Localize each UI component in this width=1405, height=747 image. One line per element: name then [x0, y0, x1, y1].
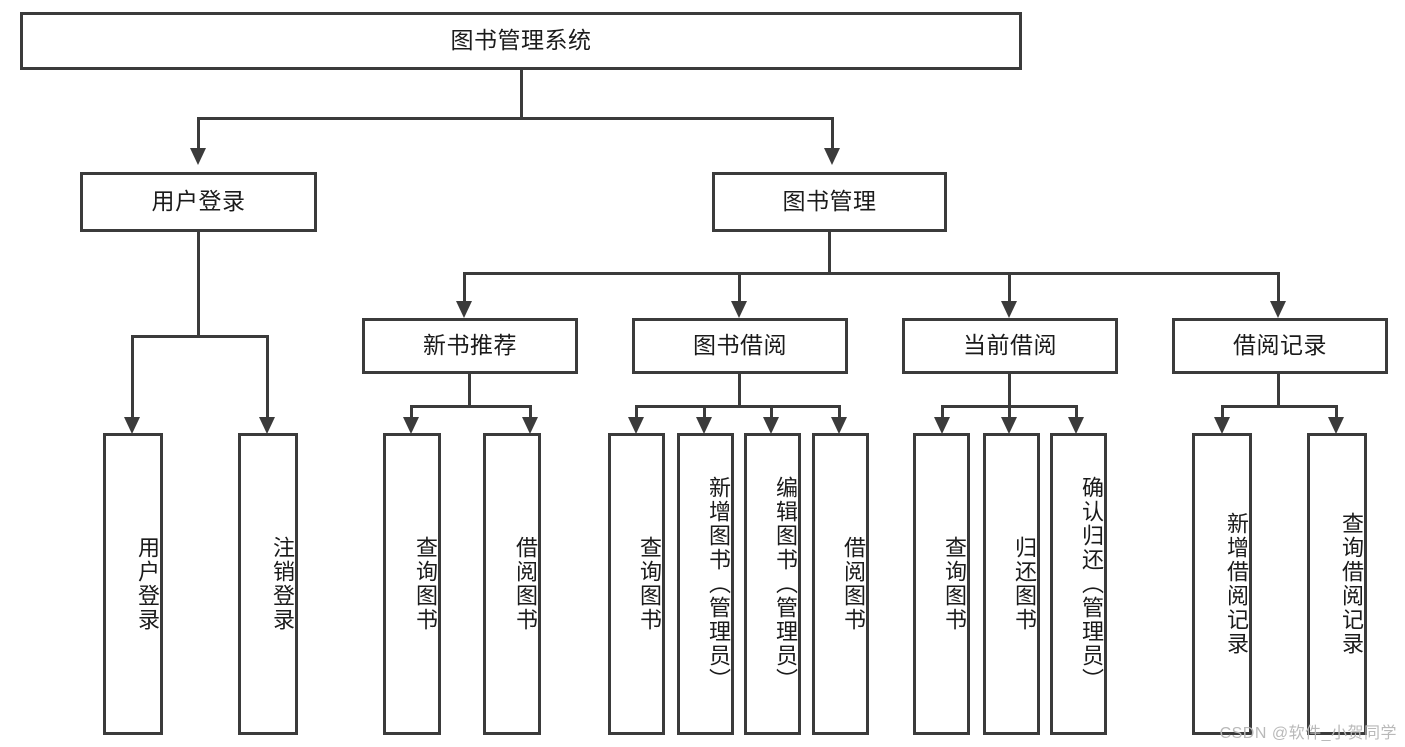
- edge-user-login-drop-1: [131, 335, 134, 418]
- edge-book-manage-drop-4: [1277, 272, 1280, 303]
- edge-cb-drop-2: [1008, 405, 1011, 419]
- edge-br-drop-2: [1335, 405, 1338, 419]
- edge-cb-drop-1: [941, 405, 944, 419]
- arrowhead-leaf-br-2: [1328, 417, 1344, 434]
- edge-nbr-drop-1: [410, 405, 413, 419]
- node-user-login[interactable]: 用户登录: [80, 172, 317, 232]
- edge-borrow-record-bus: [1221, 405, 1338, 408]
- edge-current-borrow-stem: [1008, 374, 1011, 408]
- arrowhead-borrow-record: [1270, 301, 1286, 318]
- leaf-book-borrow-1[interactable]: 查询图书: [608, 433, 665, 735]
- node-root-system[interactable]: 图书管理系统: [20, 12, 1022, 70]
- arrowhead-leaf-cb-2: [1001, 417, 1017, 434]
- arrowhead-leaf-bb-2: [696, 417, 712, 434]
- leaf-current-borrow-2[interactable]: 归还图书: [983, 433, 1040, 735]
- node-current-borrow[interactable]: 当前借阅: [902, 318, 1118, 374]
- arrowhead-leaf-user-login-2: [259, 417, 275, 434]
- arrowhead-leaf-bb-4: [831, 417, 847, 434]
- edge-root-to-user-login: [197, 117, 200, 149]
- arrowhead-leaf-nbr-1: [403, 417, 419, 434]
- leaf-book-borrow-3[interactable]: 编辑图书（管理员）: [744, 433, 801, 735]
- arrowhead-leaf-bb-3: [763, 417, 779, 434]
- edge-root-bus: [197, 117, 834, 120]
- node-new-book-recommend[interactable]: 新书推荐: [362, 318, 578, 374]
- edge-borrow-record-stem: [1277, 374, 1280, 408]
- arrowhead-leaf-user-login-1: [124, 417, 140, 434]
- leaf-user-login-2[interactable]: 注销登录: [238, 433, 298, 735]
- leaf-borrow-record-2[interactable]: 查询借阅记录: [1307, 433, 1367, 735]
- arrowhead-current-borrow: [1001, 301, 1017, 318]
- leaf-current-borrow-3[interactable]: 确认归还（管理员）: [1050, 433, 1107, 735]
- edge-book-borrow-stem: [738, 374, 741, 408]
- edge-bb-drop-2: [703, 405, 706, 419]
- edge-book-manage-drop-1: [463, 272, 466, 303]
- edge-bb-drop-1: [635, 405, 638, 419]
- edge-bb-drop-4: [838, 405, 841, 419]
- edge-br-drop-1: [1221, 405, 1224, 419]
- leaf-new-book-recommend-2[interactable]: 借阅图书: [483, 433, 541, 735]
- arrowhead-leaf-br-1: [1214, 417, 1230, 434]
- edge-book-manage-bus: [463, 272, 1280, 275]
- edge-user-login-drop-2: [266, 335, 269, 418]
- edge-book-borrow-bus: [635, 405, 840, 408]
- edge-cb-drop-3: [1075, 405, 1078, 419]
- leaf-book-borrow-2[interactable]: 新增图书（管理员）: [677, 433, 734, 735]
- node-book-borrow[interactable]: 图书借阅: [632, 318, 848, 374]
- node-book-manage[interactable]: 图书管理: [712, 172, 947, 232]
- edge-new-book-recommend-bus: [410, 405, 532, 408]
- edge-book-manage-drop-3: [1008, 272, 1011, 303]
- arrowhead-book-manage: [824, 148, 840, 165]
- arrowhead-leaf-nbr-2: [522, 417, 538, 434]
- leaf-new-book-recommend-1[interactable]: 查询图书: [383, 433, 441, 735]
- arrowhead-leaf-bb-1: [628, 417, 644, 434]
- edge-bb-drop-3: [770, 405, 773, 419]
- node-borrow-record[interactable]: 借阅记录: [1172, 318, 1388, 374]
- edge-book-manage-drop-2: [738, 272, 741, 303]
- edge-root-stem: [520, 70, 523, 118]
- edge-root-to-book-manage: [831, 117, 834, 149]
- arrowhead-leaf-cb-1: [934, 417, 950, 434]
- edge-nbr-drop-2: [529, 405, 532, 419]
- arrowhead-new-book-recommend: [456, 301, 472, 318]
- leaf-borrow-record-1[interactable]: 新增借阅记录: [1192, 433, 1252, 735]
- leaf-user-login-1[interactable]: 用户登录: [103, 433, 163, 735]
- edge-new-book-recommend-stem: [468, 374, 471, 408]
- arrowhead-user-login: [190, 148, 206, 165]
- edge-user-login-bus: [131, 335, 269, 338]
- edge-book-manage-stem: [828, 232, 831, 274]
- leaf-current-borrow-1[interactable]: 查询图书: [913, 433, 970, 735]
- arrowhead-leaf-cb-3: [1068, 417, 1084, 434]
- edge-user-login-stem: [197, 232, 200, 336]
- arrowhead-book-borrow: [731, 301, 747, 318]
- leaf-book-borrow-4[interactable]: 借阅图书: [812, 433, 869, 735]
